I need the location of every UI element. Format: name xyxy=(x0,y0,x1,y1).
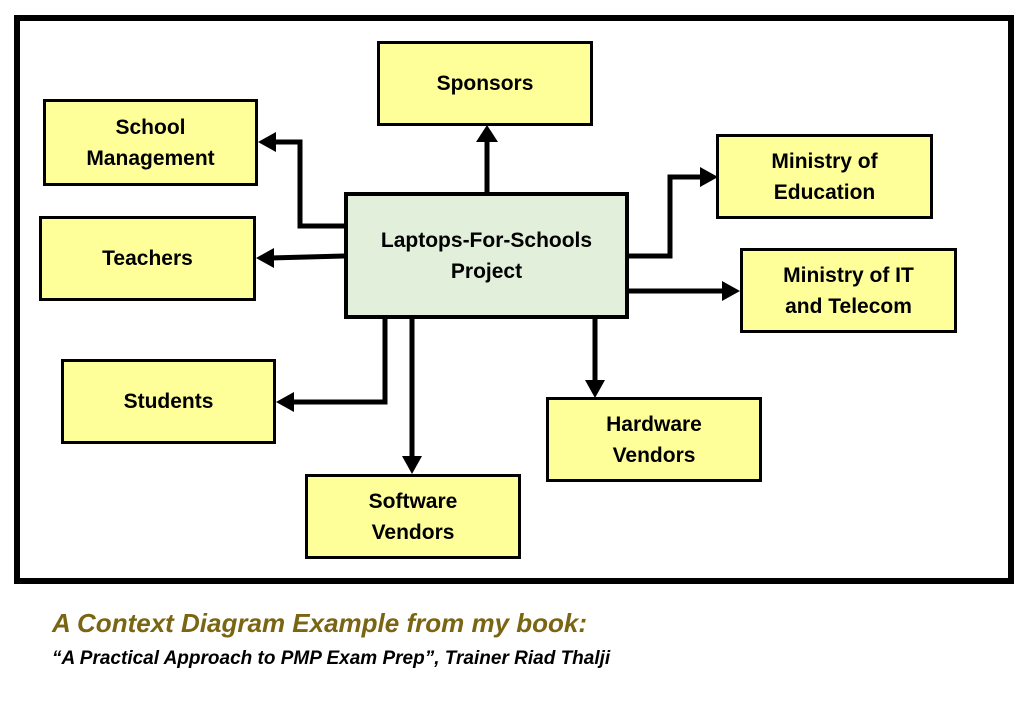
center-node-project: Laptops-For-Schools Project xyxy=(344,192,629,319)
arrowhead-school-management xyxy=(258,132,276,152)
node-teachers: Teachers xyxy=(39,216,256,301)
arrow-to-school-management xyxy=(270,139,344,229)
arrow-to-ministry-education xyxy=(627,174,704,259)
arrowhead-ministry-it xyxy=(722,281,740,301)
node-students: Students xyxy=(61,359,276,444)
arrowhead-software-vendors xyxy=(402,456,422,474)
node-software-vendors: Software Vendors xyxy=(305,474,521,559)
arrowhead-sponsors xyxy=(476,125,498,142)
arrowhead-students xyxy=(276,392,294,412)
node-school-management: School Management xyxy=(43,99,258,186)
arrowhead-ministry-education xyxy=(700,167,718,187)
arrow-to-students xyxy=(290,318,388,405)
node-sponsors: Sponsors xyxy=(377,41,593,126)
node-ministry-it: Ministry of IT and Telecom xyxy=(740,248,957,333)
caption-title: A Context Diagram Example from my book: xyxy=(52,608,588,638)
node-hardware-vendors: Hardware Vendors xyxy=(546,397,762,482)
arrowhead-teachers xyxy=(256,248,274,268)
caption-subtitle: “A Practical Approach to PMP Exam Prep”,… xyxy=(52,648,611,669)
node-ministry-education: Ministry of Education xyxy=(716,134,933,219)
arrowhead-hardware-vendors xyxy=(585,380,605,398)
arrow-to-teachers xyxy=(269,253,345,261)
